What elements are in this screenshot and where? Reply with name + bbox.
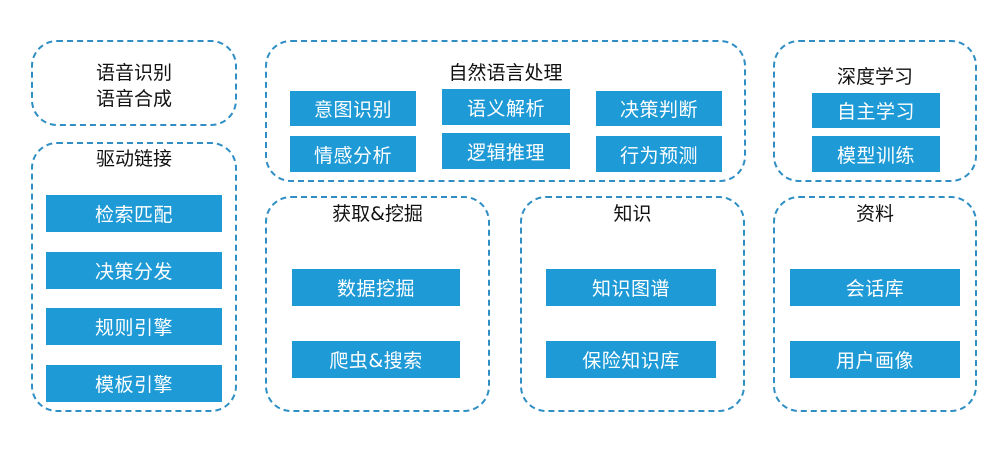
- nlp-box-logic: 逻辑推理: [442, 133, 570, 169]
- knowledge-title: 知识: [613, 203, 652, 225]
- mining-box-data: 数据挖掘: [292, 269, 460, 306]
- driver-box-retrieval: 检索匹配: [46, 195, 222, 232]
- deep-learning-group: 深度学习 自主学习 模型训练: [773, 40, 977, 182]
- nlp-box-intent: 意图识别: [290, 91, 416, 126]
- deep-learning-box-self: 自主学习: [812, 93, 940, 128]
- speech-group: 语音识别 语音合成: [31, 40, 237, 126]
- driver-box-dispatch: 决策分发: [46, 252, 222, 289]
- deep-learning-box-train: 模型训练: [812, 136, 940, 172]
- materials-box-session: 会话库: [790, 269, 960, 306]
- driver-box-template-engine: 模板引擎: [46, 365, 222, 402]
- driver-group: 驱动链接 检索匹配 决策分发 规则引擎 模板引擎: [31, 142, 237, 412]
- knowledge-box-insurance: 保险知识库: [546, 341, 716, 378]
- knowledge-group: 知识 知识图谱 保险知识库: [520, 196, 745, 412]
- driver-box-rule-engine: 规则引擎: [46, 308, 222, 345]
- nlp-box-semantic: 语义解析: [442, 89, 570, 125]
- nlp-box-emotion: 情感分析: [290, 136, 416, 172]
- mining-group: 获取&挖掘 数据挖掘 爬虫&搜索: [265, 196, 490, 412]
- nlp-box-prediction: 行为预测: [596, 136, 722, 172]
- materials-box-profile: 用户画像: [790, 341, 960, 378]
- materials-group: 资料 会话库 用户画像: [773, 196, 977, 412]
- mining-title: 获取&挖掘: [332, 203, 423, 225]
- materials-title: 资料: [855, 203, 894, 225]
- deep-learning-title: 深度学习: [836, 66, 913, 88]
- nlp-title: 自然语言处理: [448, 62, 563, 84]
- knowledge-box-graph: 知识图谱: [546, 269, 716, 306]
- mining-box-crawler: 爬虫&搜索: [292, 341, 460, 378]
- speech-labels: 语音识别 语音合成: [33, 60, 235, 112]
- speech-synthesis-label: 语音合成: [95, 88, 172, 110]
- nlp-group: 自然语言处理 意图识别 语义解析 决策判断 情感分析 逻辑推理 行为预测: [265, 40, 746, 182]
- driver-title: 驱动链接: [95, 148, 172, 170]
- nlp-box-decision: 决策判断: [596, 91, 722, 126]
- speech-recognition-label: 语音识别: [95, 62, 172, 84]
